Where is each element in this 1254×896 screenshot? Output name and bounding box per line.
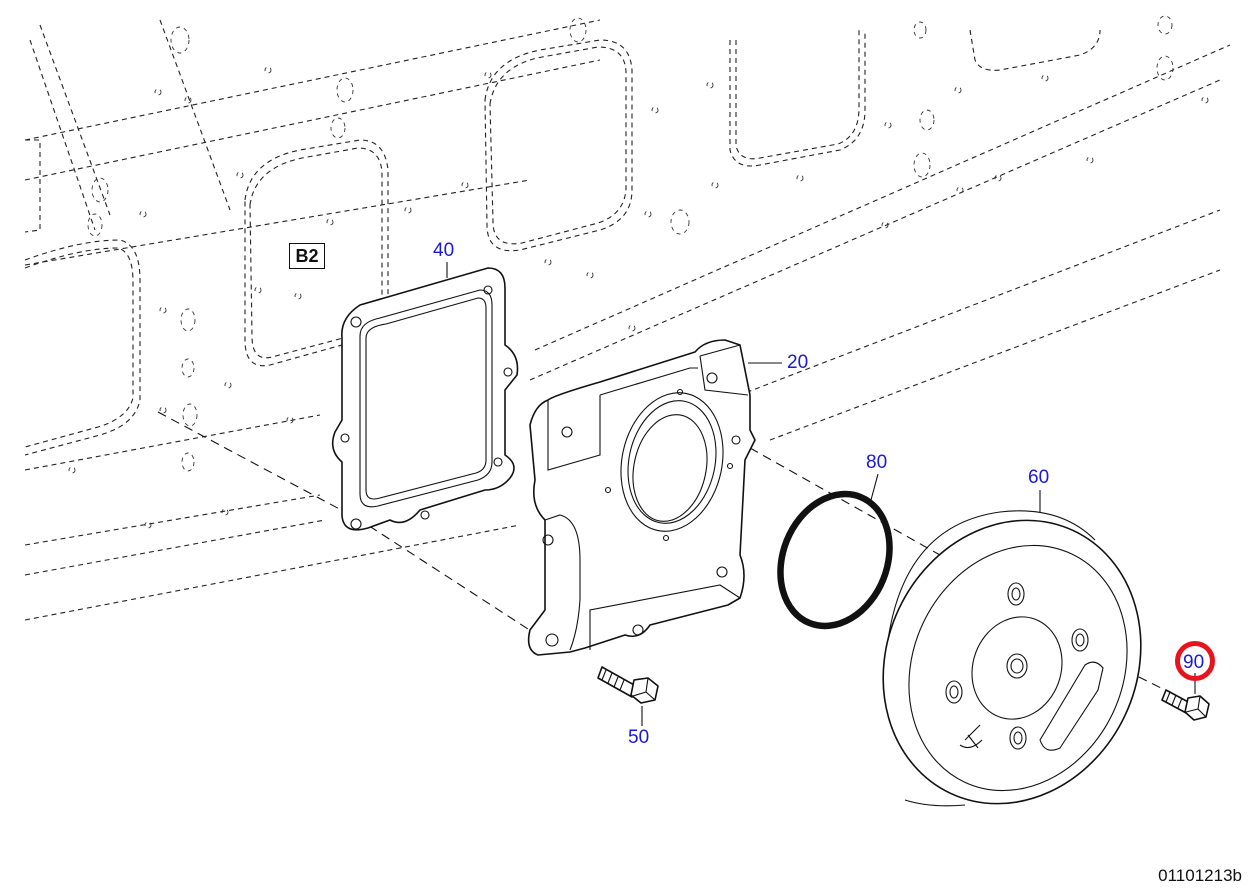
callout-80[interactable]: 80 — [866, 452, 888, 473]
housing-cover-part — [527, 339, 756, 656]
callout-60[interactable]: 60 — [1028, 467, 1050, 488]
drawing-code: 01101213b — [1158, 866, 1242, 885]
callout-90[interactable]: 90 — [1183, 652, 1205, 673]
callout-50[interactable]: 50 — [628, 727, 650, 748]
reference-box-b2: B2 — [289, 243, 325, 269]
callout-20[interactable]: 20 — [787, 352, 809, 373]
callout-40[interactable]: 40 — [433, 240, 455, 261]
pulley-disc-part — [882, 510, 1142, 807]
bolt-50-part — [597, 666, 659, 704]
o-ring-part — [777, 490, 893, 630]
bolt-90-part — [1161, 689, 1210, 721]
leader-lines — [446, 262, 1196, 726]
gasket-part — [331, 267, 519, 531]
